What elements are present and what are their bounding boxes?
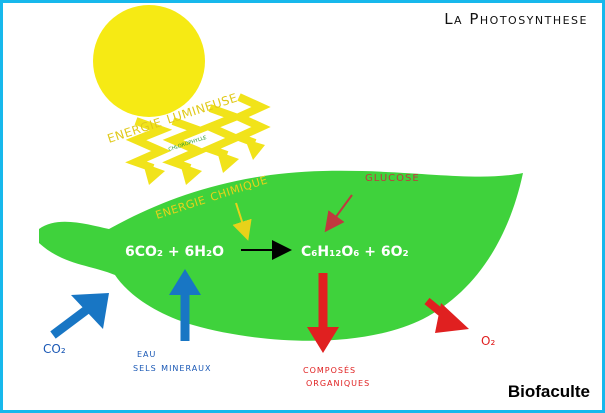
equation-products: C₆H₁₂O₆ + 6O₂ <box>301 244 409 260</box>
light-rays <box>125 93 271 172</box>
co2-arrow <box>50 293 109 339</box>
o2-arrow <box>424 297 469 333</box>
energy-arrow <box>232 202 252 241</box>
water-arrow <box>169 269 201 341</box>
sun-icon <box>93 5 205 117</box>
diagram-canvas: energie lumineuse chlorophylle energie c… <box>39 5 523 389</box>
label-eau: eau <box>137 347 156 360</box>
label-organiques: organiques <box>306 376 370 389</box>
label-sels-mineraux: sels mineraux <box>133 361 212 374</box>
credit-label: Biofaculte <box>507 382 590 401</box>
label-composes: composés <box>303 363 356 376</box>
label-co2: CO₂ <box>43 342 66 356</box>
label-glucose: glucose <box>365 169 420 185</box>
equation-reactants: 6CO₂ + 6H₂O <box>125 244 224 260</box>
glucose-arrow <box>324 194 353 233</box>
diagram-title: La Photosynthese <box>444 10 588 28</box>
label-o2: O₂ <box>481 334 495 348</box>
light-ray-heads <box>143 139 265 185</box>
compounds-arrow <box>307 273 339 353</box>
